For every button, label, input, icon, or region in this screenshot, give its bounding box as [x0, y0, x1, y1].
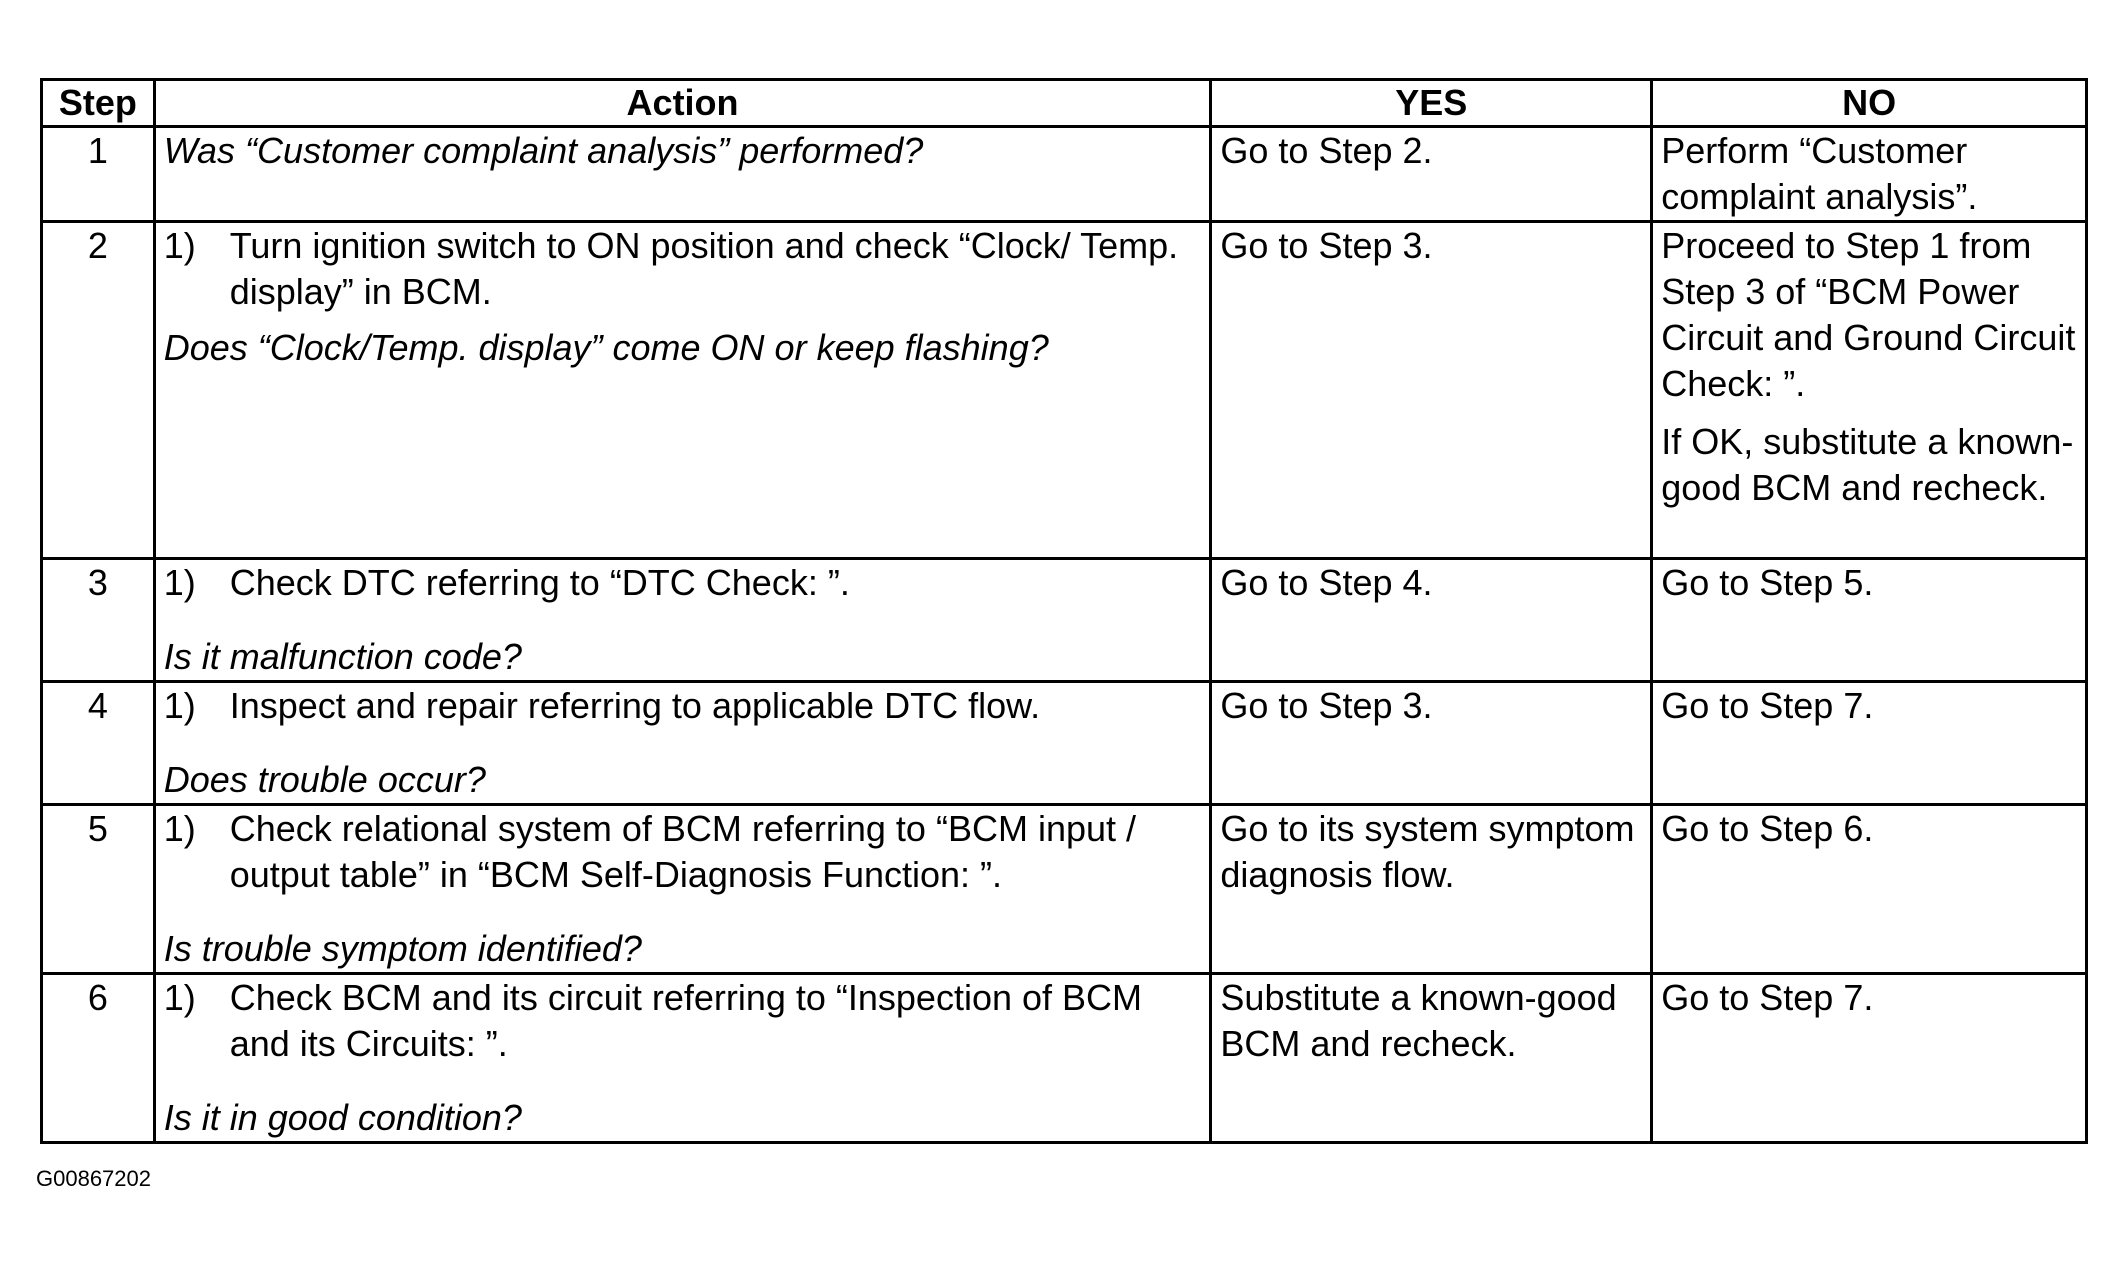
action-substep: 1) Check relational system of BCM referr…	[163, 808, 1202, 899]
step-number: 3	[40, 557, 156, 683]
table-header-row: Step Action YES NO	[40, 78, 2088, 128]
step-number: 2	[40, 220, 156, 560]
action-cell: 1) Check BCM and its circuit referring t…	[152, 972, 1213, 1144]
header-yes: YES	[1209, 78, 1654, 128]
substep-number: 1)	[163, 225, 196, 266]
substep-number: 1)	[163, 562, 196, 603]
yes-cell: Substitute a known-good BCM and recheck.	[1209, 972, 1654, 1144]
no-cell: Go to Step 7.	[1650, 972, 2088, 1144]
action-substep: 1) Inspect and repair referring to appli…	[163, 685, 1202, 730]
substep-number: 1)	[163, 808, 196, 849]
no-cell: Perform “Customer complaint analysis”.	[1650, 125, 2088, 223]
no-note: If OK, substitute a known-good BCM and r…	[1661, 421, 2074, 508]
substep-text: Check DTC referring to “DTC Check: ”.	[229, 562, 850, 603]
action-cell: Was “Customer complaint analysis” perfor…	[152, 125, 1213, 223]
header-action: Action	[152, 78, 1213, 128]
action-substep: 1) Turn ignition switch to ON position a…	[163, 225, 1202, 316]
no-cell: Proceed to Step 1 from Step 3 of “BCM Po…	[1650, 220, 2088, 560]
yes-cell: Go to Step 4.	[1209, 557, 1654, 683]
step-number: 1	[40, 125, 156, 223]
substep-text: Inspect and repair referring to applicab…	[229, 685, 1041, 726]
substep-number: 1)	[163, 977, 196, 1018]
action-substep: 1) Check BCM and its circuit referring t…	[163, 977, 1202, 1068]
no-cell: Go to Step 6.	[1650, 803, 2088, 975]
table-row: 2 1) Turn ignition switch to ON position…	[40, 220, 2088, 560]
header-step: Step	[40, 78, 156, 128]
table-row: 1 Was “Customer complaint analysis” perf…	[40, 125, 2088, 223]
figure-id: G00867202	[36, 1166, 151, 1191]
step-number: 4	[40, 680, 156, 806]
action-question: Was “Customer complaint analysis” perfor…	[163, 130, 924, 171]
yes-cell: Go to Step 3.	[1209, 220, 1654, 560]
yes-cell: Go to its system symptom diagnosis flow.	[1209, 803, 1654, 975]
no-cell: Go to Step 5.	[1650, 557, 2088, 683]
action-cell: 1) Check relational system of BCM referr…	[152, 803, 1213, 975]
step-number: 6	[40, 972, 156, 1144]
diagnostic-flow-table: Step Action YES NO 1 Was “Customer compl…	[40, 78, 2088, 1144]
substep-number: 1)	[163, 685, 196, 726]
action-cell: 1) Check DTC referring to “DTC Check: ”.…	[152, 557, 1213, 683]
action-question: Is it in good condition?	[163, 1097, 522, 1138]
action-cell: 1) Inspect and repair referring to appli…	[152, 680, 1213, 806]
yes-cell: Go to Step 3.	[1209, 680, 1654, 806]
action-question: Does trouble occur?	[163, 759, 486, 800]
substep-text: Turn ignition switch to ON position and …	[229, 225, 1179, 312]
substep-text: Check relational system of BCM referring…	[229, 808, 1137, 895]
action-question: Is trouble symptom identified?	[163, 928, 642, 969]
table-row: 6 1) Check BCM and its circuit referring…	[40, 972, 2088, 1144]
no-cell: Go to Step 7.	[1650, 680, 2088, 806]
step-number: 5	[40, 803, 156, 975]
action-question: Does “Clock/Temp. display” come ON or ke…	[163, 327, 1049, 368]
action-cell: 1) Turn ignition switch to ON position a…	[152, 220, 1213, 560]
header-no: NO	[1650, 78, 2088, 128]
no-text: Proceed to Step 1 from Step 3 of “BCM Po…	[1661, 225, 2076, 404]
table-row: 5 1) Check relational system of BCM refe…	[40, 803, 2088, 975]
yes-cell: Go to Step 2.	[1209, 125, 1654, 223]
action-substep: 1) Check DTC referring to “DTC Check: ”.	[163, 562, 1202, 607]
table-row: 4 1) Inspect and repair referring to app…	[40, 680, 2088, 806]
action-question: Is it malfunction code?	[163, 636, 522, 677]
table-row: 3 1) Check DTC referring to “DTC Check: …	[40, 557, 2088, 683]
substep-text: Check BCM and its circuit referring to “…	[229, 977, 1143, 1064]
